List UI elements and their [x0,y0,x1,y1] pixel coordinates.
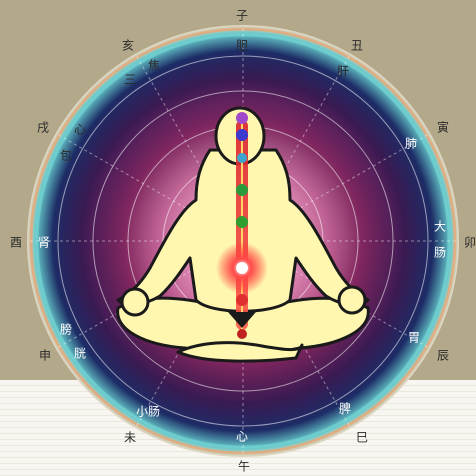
organ-heart: 心 [236,430,248,444]
branch-hai: 亥 [122,39,134,53]
branch-shen: 申 [39,349,51,363]
solar-chakra [236,216,248,228]
branch-chen: 辰 [437,349,449,363]
crown-chakra [236,112,248,124]
branch-wei: 未 [124,431,136,445]
organ-liver: 肝 [337,65,349,79]
heart-chakra [236,184,248,196]
sacral-chakra [236,262,248,274]
organ-bladder-1: 膀 [60,322,72,337]
organ-spleen: 脾 [339,401,351,416]
branch-yin: 寅 [437,120,449,135]
root-chakra [236,294,248,306]
organ-pericardium-1: 心 [74,123,86,137]
organ-large-intestine-2: 肠 [434,246,446,260]
branch-wu: 午 [238,460,250,474]
branch-zi: 子 [236,9,248,23]
branch-xu: 戌 [37,121,49,135]
organ-large-intestine-1: 大 [434,220,446,234]
organ-triple-burner-2: 焦 [148,59,160,73]
throat-chakra [237,153,247,163]
organ-small-intestine: 小肠 [136,405,160,419]
branch-you: 酉 [10,236,22,250]
branch-si: 巳 [356,431,368,445]
branch-mao: 卯 [464,236,476,250]
base-chakra [237,329,247,339]
organ-triple-burner-1: 三 [124,73,136,87]
branch-chou: 丑 [351,39,363,53]
organ-kidney: 肾 [38,236,50,250]
organ-stomach: 胃 [408,331,420,345]
organ-pericardium-2: 包 [60,149,72,163]
organ-lung: 肺 [405,137,417,151]
third-eye-chakra [236,129,248,141]
organ-bladder-2: 胱 [74,346,86,361]
organ-gallbladder: 胆 [236,39,248,53]
